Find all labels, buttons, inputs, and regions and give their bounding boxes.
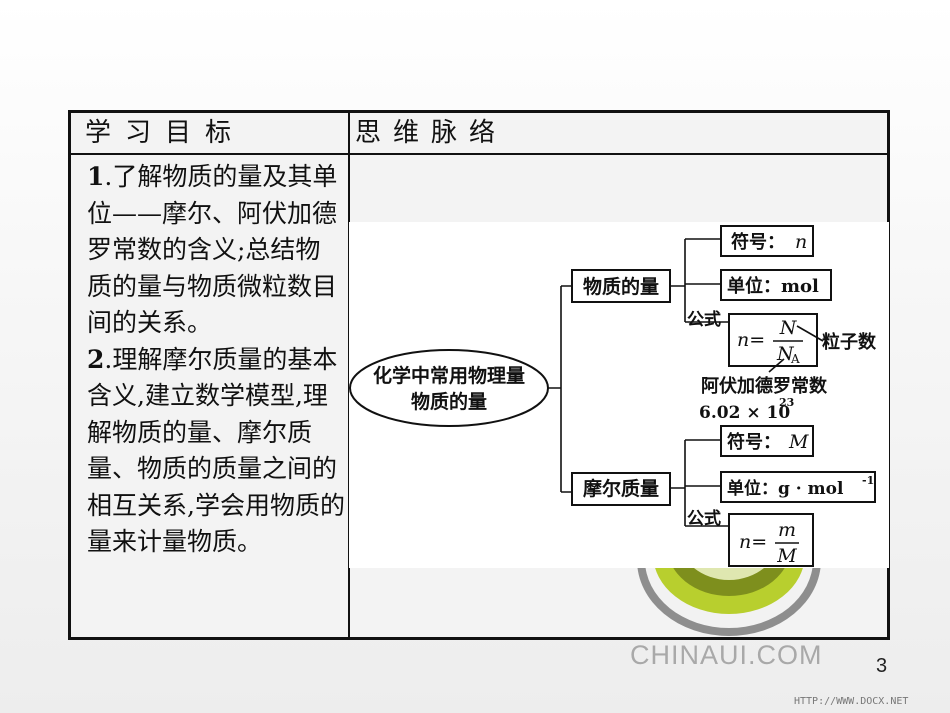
root-label-line-1: 化学中常用物理量 xyxy=(373,364,525,387)
b1-formula-denominator: N xyxy=(776,343,795,365)
chinaui-logo: CHINAUI.COM xyxy=(630,640,823,670)
root-ellipse xyxy=(349,349,549,427)
avogadro-value: 6.02 × 10 xyxy=(699,403,790,423)
header-mind-map: 思维脉络 xyxy=(355,118,508,148)
branch-2-label: 摩尔质量 xyxy=(583,477,659,500)
b1-formula-label: 公式 xyxy=(687,309,721,330)
objective-1-text: .了解物质的量及其单位——摩尔、阿伏加德罗常数的含义;总结物质的量与物质微粒数目… xyxy=(87,162,338,337)
branch-1-label: 物质的量 xyxy=(583,275,659,298)
b2-formula-numerator: m xyxy=(778,519,796,541)
objective-1: 1.了解物质的量及其单位——摩尔、阿伏加德罗常数的含义;总结物质的量与物质微粒数… xyxy=(87,159,345,342)
b1-symbol-box xyxy=(720,225,814,257)
b1-formula-numerator: N xyxy=(779,317,798,339)
b2-unit-exponent: -1 xyxy=(862,474,874,487)
b1-formula-denominator-sub: A xyxy=(790,352,800,366)
b1-symbol-label: 符号： xyxy=(731,231,785,253)
objective-2: 2.理解摩尔质量的基本含义,建立数学模型,理解物质的量、摩尔质量、物质的质量之间… xyxy=(87,342,345,561)
b2-formula-box xyxy=(728,513,814,567)
decorative-disc-graphic xyxy=(637,568,821,636)
avogadro-label: 阿伏加德罗常数 xyxy=(701,375,828,397)
header-divider xyxy=(71,153,887,155)
page-number: 3 xyxy=(876,655,888,677)
objectives-text: 1.了解物质的量及其单位——摩尔、阿伏加德罗常数的含义;总结物质的量与物质微粒数… xyxy=(87,159,345,561)
header-learning-objectives: 学习目标 xyxy=(85,118,246,148)
objective-1-number: 1 xyxy=(87,162,105,191)
b2-formula-denominator: M xyxy=(776,545,797,567)
b2-unit: 单位：g · mol xyxy=(727,478,844,499)
b2-formula-label: 公式 xyxy=(687,508,721,529)
b1-formula-n: n= xyxy=(737,329,765,351)
b2-formula-n: n= xyxy=(739,531,767,553)
mind-map-svg: 化学中常用物理量 物质的量 物质的量 符号： n 单位：mol 公式 n= N … xyxy=(349,225,877,567)
b1-formula-box xyxy=(728,313,818,367)
b1-symbol-value: n xyxy=(795,231,807,253)
b2-symbol-label: 符号： xyxy=(727,431,781,453)
objective-2-number: 2 xyxy=(87,344,105,374)
b1-unit-box xyxy=(720,269,832,301)
b1-unit: 单位：mol xyxy=(727,275,819,297)
objective-2-text: .理解摩尔质量的基本含义,建立数学模型,理解物质的量、摩尔质量、物质的质量之间的… xyxy=(87,344,345,557)
b2-unit-box xyxy=(720,471,876,503)
b2-symbol-value: M xyxy=(788,431,809,453)
branch-1-box xyxy=(571,269,671,303)
watermark: HTTP://WWW.DOCX.NET xyxy=(794,696,909,707)
b2-symbol-box xyxy=(720,425,814,457)
mind-map-diagram: 化学中常用物理量 物质的量 物质的量 符号： n 单位：mol 公式 n= N … xyxy=(349,222,889,568)
root-label-line-2: 物质的量 xyxy=(411,390,487,413)
branch-2-box xyxy=(571,472,671,506)
particle-count-label: 粒子数 xyxy=(822,331,877,353)
avogadro-exponent: 23 xyxy=(779,396,794,409)
